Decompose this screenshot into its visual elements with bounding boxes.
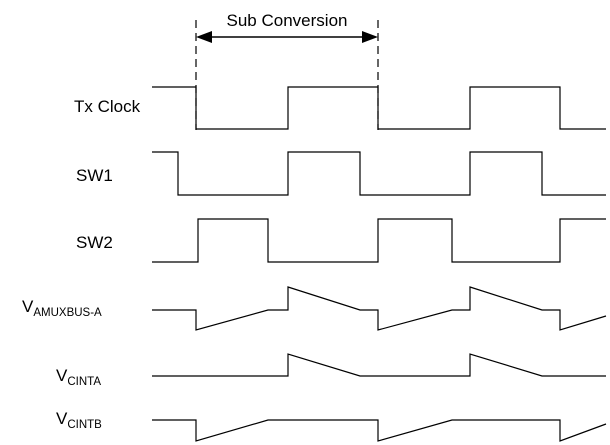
signal-label-tx-clock: Tx Clock [74, 97, 141, 116]
signal-labels: Tx Clock SW1 SW2 VAMUXBUS-A VCINTA VCINT… [22, 97, 141, 431]
signal-label-sw2: SW2 [76, 233, 113, 252]
span-arrow-right-head [362, 31, 378, 43]
waveform-vcinta [152, 353, 606, 377]
waveform-tx-clock [152, 86, 606, 130]
waveform-vamuxbus-a [152, 286, 607, 331]
span-arrow-left-head [196, 31, 212, 43]
waveform-sw1 [152, 151, 606, 196]
sub-conversion-label: Sub Conversion [227, 11, 348, 30]
signal-label-sw1: SW1 [76, 166, 113, 185]
signal-label-vamuxbus-a: VAMUXBUS-A [22, 297, 102, 319]
sub-conversion-marker: Sub Conversion [195, 11, 379, 130]
signal-label-vcinta: VCINTA [56, 366, 101, 388]
waveform-sw2 [152, 218, 606, 263]
waveforms [152, 86, 607, 442]
waveform-vcintb [152, 419, 607, 442]
signal-label-vcintb: VCINTB [56, 409, 102, 431]
